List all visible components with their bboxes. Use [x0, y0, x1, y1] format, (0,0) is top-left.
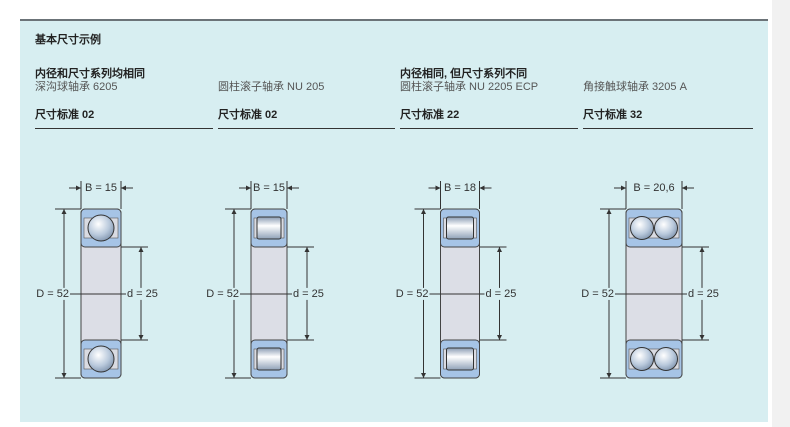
arrow-head [606, 209, 612, 214]
outer-diameter-label-bg [394, 287, 430, 300]
outer-diameter-label: D = 52 [581, 288, 614, 300]
outer-diameter-label: D = 52 [36, 288, 69, 300]
roller [256, 347, 282, 371]
arrow-head [699, 247, 705, 252]
arrow-head [699, 335, 705, 340]
arrow-head [304, 335, 310, 340]
bore-diameter-label: d = 25 [486, 288, 517, 300]
arrow-head [479, 185, 485, 191]
arrow-head [497, 247, 502, 252]
dimension-standard: 尺寸标准 22 [400, 109, 460, 121]
arrow-head [497, 335, 502, 340]
arrow-head [421, 373, 426, 378]
roller [256, 216, 282, 240]
width-label: B = 18 [444, 182, 476, 194]
width-label: B = 20,6 [633, 182, 674, 194]
top-divider [20, 19, 768, 21]
section-title: 基本尺寸示例 [35, 34, 101, 46]
outer-diameter-label-bg [35, 287, 70, 300]
bearing-name: 圆柱滚子轴承 NU 205 [218, 81, 325, 93]
bore-diameter-label-bg [126, 287, 159, 300]
width-label: B = 15 [85, 182, 117, 194]
dimension-standard: 尺寸标准 32 [583, 109, 643, 121]
outer-diameter-label: D = 52 [396, 288, 429, 300]
divider [400, 128, 578, 129]
roller [446, 216, 474, 240]
width-label-bg [632, 181, 676, 194]
arrow-head [231, 373, 237, 378]
group-heading: 内径和尺寸系列均相同 [35, 68, 145, 80]
bore-diameter-label-bg [484, 287, 518, 300]
arrow-head [61, 373, 67, 378]
arrow-head [421, 209, 426, 214]
divider [218, 128, 395, 129]
bearing-name: 圆柱滚子轴承 NU 2205 ECP [400, 81, 539, 93]
bearing-name: 深沟球轴承 6205 [35, 81, 118, 93]
bore-diameter-label-bg [292, 287, 325, 300]
width-label-bg [83, 181, 119, 194]
bearing-double-ball: D = 52 d = 25 B = 20,6 [580, 181, 720, 379]
bore-diameter-label-bg [687, 287, 720, 300]
ball [87, 214, 115, 242]
bore-diameter-label: d = 25 [127, 288, 158, 300]
column-nu205: 圆柱滚子轴承 NU 205 尺寸标准 02 [218, 68, 393, 122]
ball [630, 216, 654, 240]
arrow-head [304, 247, 310, 252]
bore-diameter-label: d = 25 [293, 288, 324, 300]
ball [654, 216, 678, 240]
bearing-roller: D = 52 d = 25 B = 18 [394, 181, 518, 379]
arrow-head [682, 185, 687, 191]
width-label-bg [251, 181, 287, 194]
column-3205a: 角接触球轴承 3205 A 尺寸标准 32 [583, 68, 758, 122]
width-label: B = 15 [253, 182, 285, 194]
column-nu2205: 内径相同, 但尺寸系列不同 圆柱滚子轴承 NU 2205 ECP 尺寸标准 22 [400, 68, 575, 122]
arrow-head [621, 185, 626, 191]
arrow-head [231, 209, 237, 214]
dimension-standard: 尺寸标准 02 [35, 109, 95, 121]
divider [583, 128, 753, 129]
group-heading: 内径相同, 但尺寸系列不同 [400, 68, 528, 80]
arrow-head [246, 185, 251, 191]
width-label-bg [442, 181, 478, 194]
arrow-head [121, 185, 126, 191]
ball [87, 345, 115, 373]
arrow-head [138, 335, 144, 340]
bearing-name: 角接触球轴承 3205 A [583, 81, 687, 93]
roller [446, 347, 474, 371]
dimension-standard: 尺寸标准 02 [218, 109, 278, 121]
divider [35, 128, 213, 129]
column-6205: 内径和尺寸系列均相同 深沟球轴承 6205 尺寸标准 02 [35, 68, 210, 122]
scrollbar[interactable] [772, 0, 790, 427]
bearing-ball: D = 52 d = 25 B = 15 [35, 181, 159, 379]
ball [630, 347, 654, 371]
bore-diameter-label: d = 25 [688, 288, 719, 300]
bearing-roller: D = 52 d = 25 B = 15 [205, 181, 325, 379]
arrow-head [606, 373, 612, 378]
arrow-head [76, 185, 81, 191]
outer-diameter-label-bg [205, 287, 240, 300]
outer-diameter-label: D = 52 [206, 288, 239, 300]
arrow-head [138, 247, 144, 252]
arrow-head [61, 209, 67, 214]
arrow-head [287, 185, 292, 191]
ball [654, 347, 678, 371]
outer-diameter-label-bg [580, 287, 615, 300]
arrow-head [435, 185, 441, 191]
